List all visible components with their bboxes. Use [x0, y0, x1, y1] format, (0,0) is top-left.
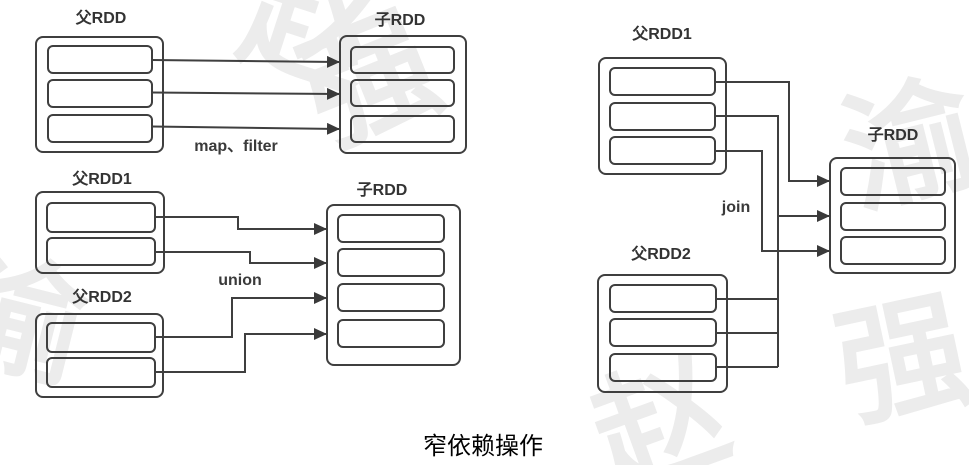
- partition-box: [840, 202, 946, 231]
- child-rdd-box: [339, 35, 467, 154]
- union-operation-label: union: [218, 272, 262, 289]
- dependency-arrow: [151, 122, 340, 135]
- dependency-arrow: [715, 81, 830, 187]
- join-parent1-label: 父RDD1: [632, 26, 692, 43]
- union-parent1-label: 父RDD1: [72, 171, 132, 188]
- partition-box: [609, 136, 716, 165]
- dependency-arrow: [155, 216, 327, 235]
- join-parent2-label: 父RDD2: [631, 246, 691, 263]
- map-filter-operation-label: map、filter: [194, 138, 278, 155]
- join-child-label: 子RDD: [867, 127, 919, 144]
- partition-box: [46, 357, 156, 388]
- union-parent2-label: 父RDD2: [72, 289, 132, 306]
- parent-rdd2-box: [597, 274, 728, 393]
- partition-box: [46, 202, 156, 233]
- map-filter-child-label: 子RDD: [374, 12, 426, 29]
- dependency-arrow: [151, 55, 340, 68]
- caption: 窄依赖操作: [423, 433, 543, 460]
- parent-rdd1-box: [598, 57, 727, 175]
- child-rdd-box: [326, 204, 461, 366]
- partition-box: [337, 319, 445, 348]
- partition-box: [350, 79, 455, 107]
- parent-rdd-box: [35, 36, 164, 153]
- dependency-arrow: [155, 292, 327, 338]
- parent-rdd2-box: [35, 313, 164, 398]
- map-filter-parent-label: 父RDD: [75, 10, 127, 27]
- partition-box: [609, 353, 717, 382]
- partition-box: [47, 79, 153, 108]
- partition-box: [46, 322, 156, 353]
- child-rdd-box: [829, 157, 956, 274]
- partition-box: [337, 283, 445, 312]
- partition-box: [840, 236, 946, 265]
- map-filter-diagram: [35, 35, 467, 154]
- partition-box: [46, 237, 156, 266]
- union-child-label: 子RDD: [356, 182, 408, 199]
- partition-box: [609, 318, 717, 347]
- join-diagram: [597, 57, 956, 393]
- partition-box: [350, 46, 455, 74]
- union-diagram: [35, 191, 461, 398]
- partition-box: [609, 102, 716, 131]
- dependency-arrow: [715, 150, 830, 257]
- partition-box: [47, 45, 153, 74]
- partition-box: [609, 67, 716, 96]
- partition-box: [350, 115, 455, 143]
- dependency-line: [715, 115, 779, 367]
- partition-box: [337, 248, 445, 277]
- dependency-arrow: [151, 87, 340, 100]
- partition-box: [47, 114, 153, 143]
- partition-box: [840, 167, 946, 196]
- parent-rdd1-box: [35, 191, 165, 274]
- join-operation-label: join: [721, 199, 751, 216]
- dependency-arrow: [155, 251, 327, 269]
- dependency-arrow: [155, 328, 327, 373]
- partition-box: [337, 214, 445, 243]
- partition-box: [609, 284, 717, 313]
